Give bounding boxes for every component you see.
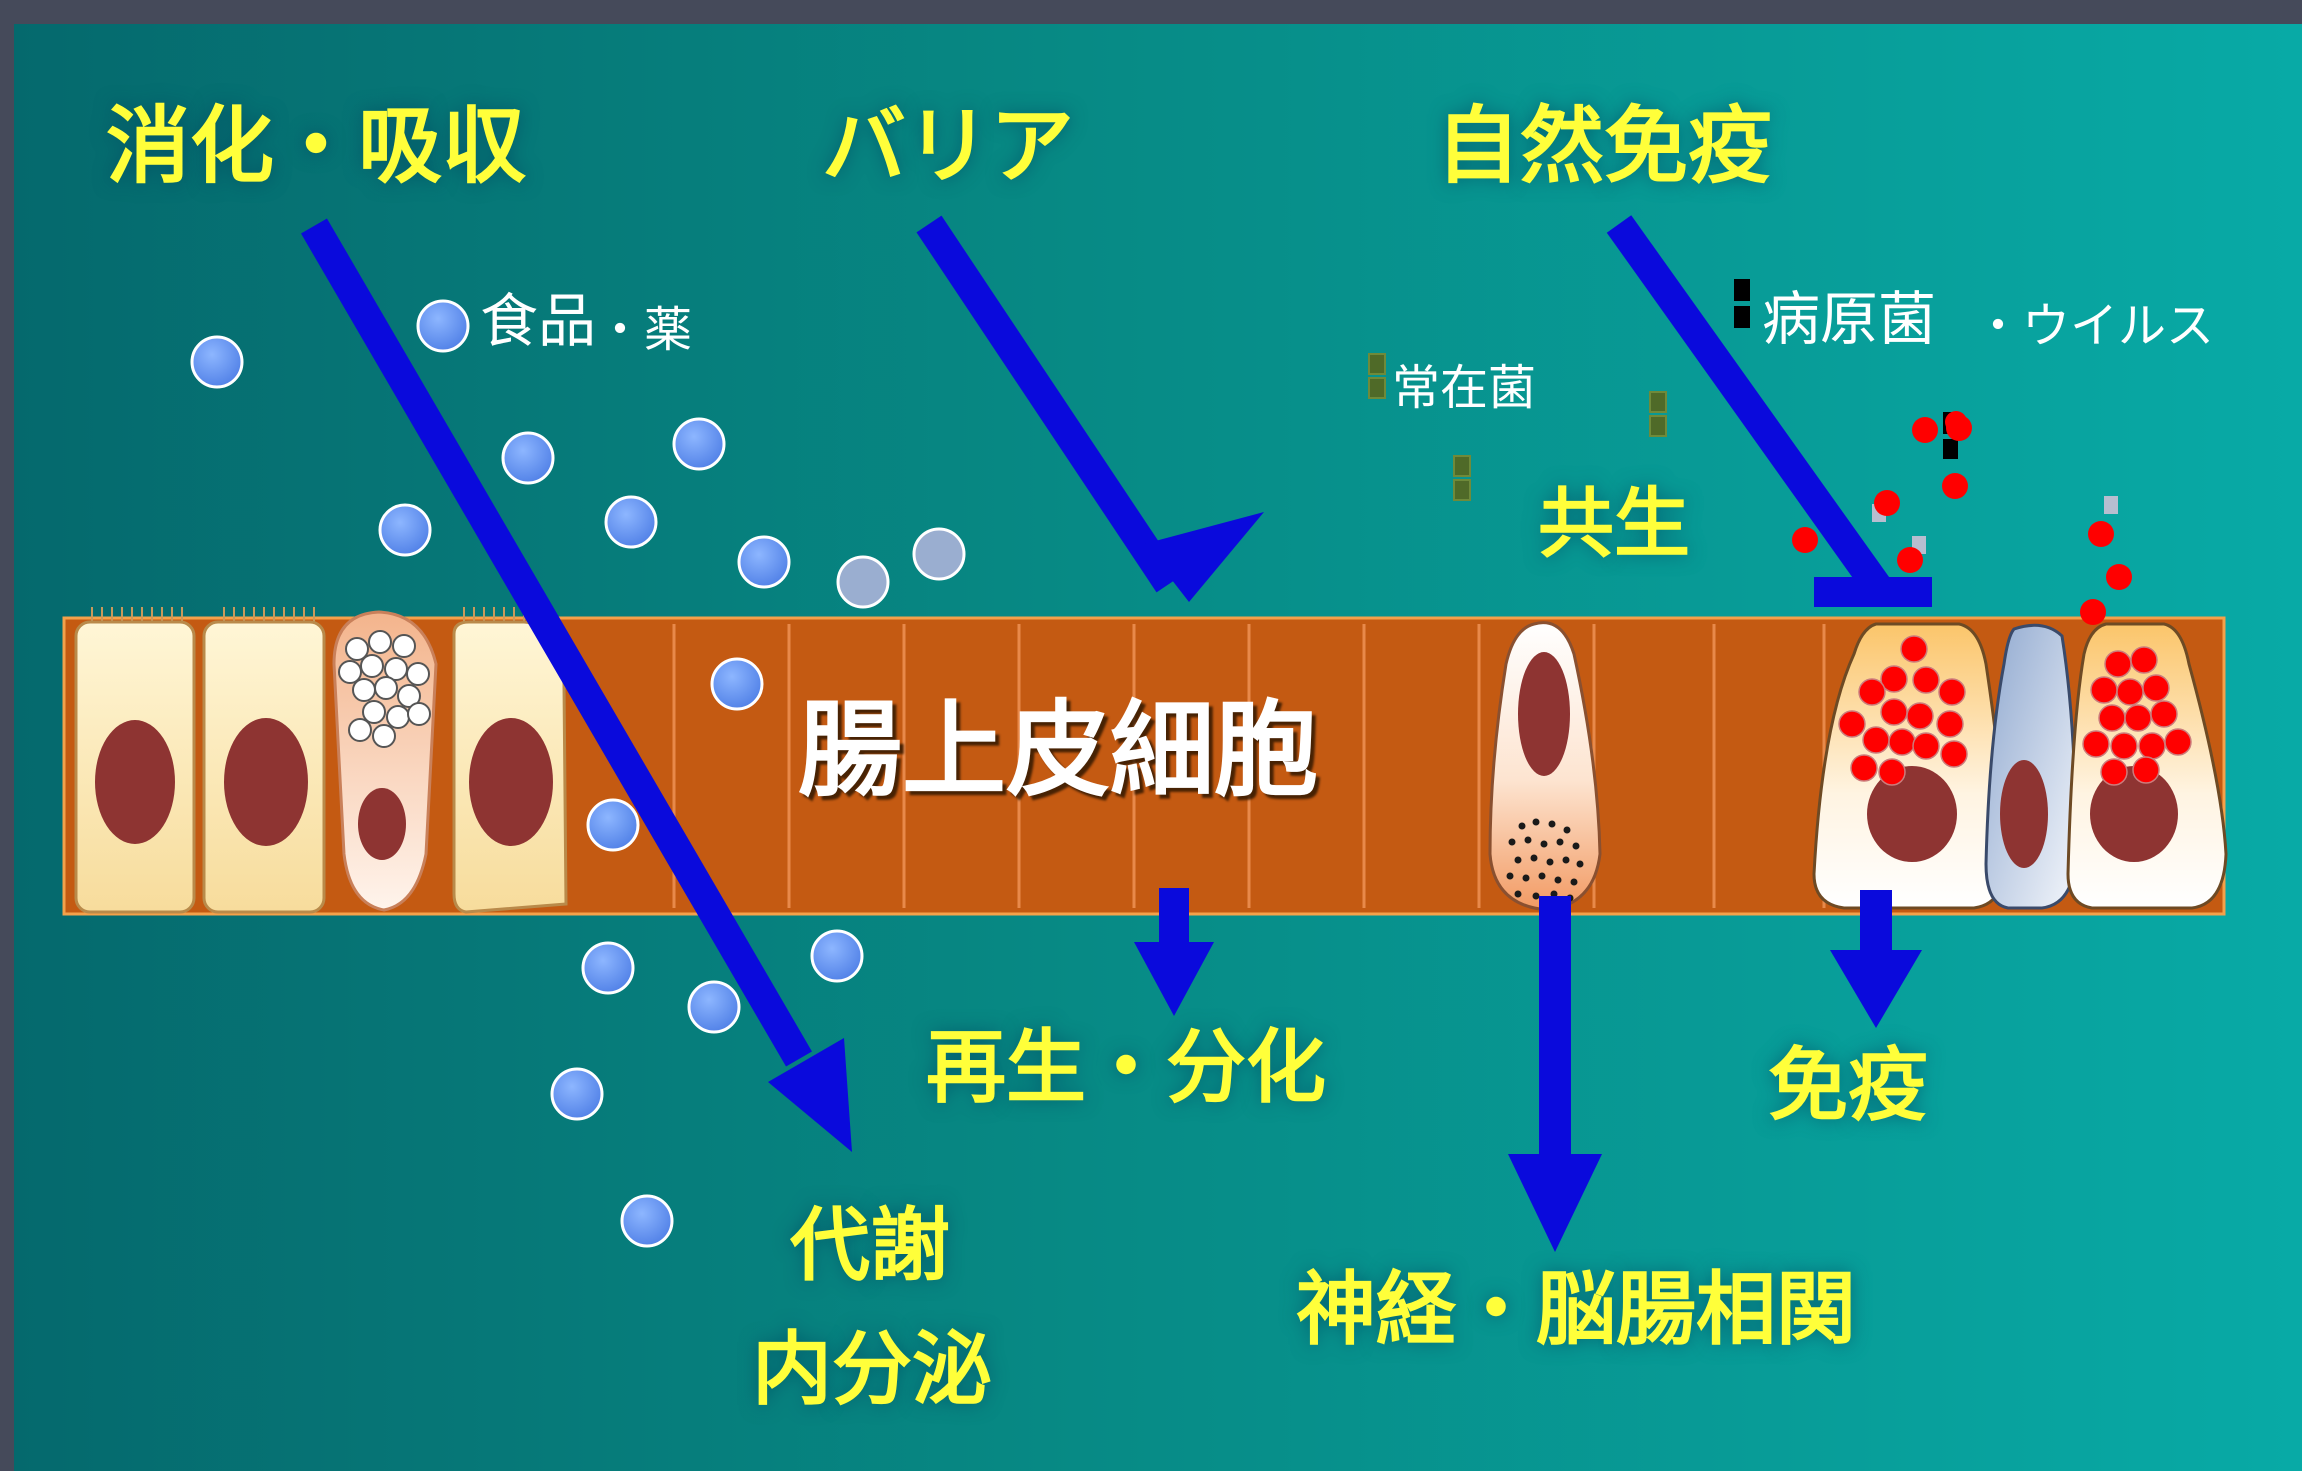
- mucus-granules: [338, 630, 431, 748]
- label-regeneration: 再生・分化: [926, 1021, 1326, 1114]
- arrow-barrier: [916, 215, 1264, 602]
- label-food: 食品: [480, 287, 597, 355]
- label-food-drug: ・薬: [596, 302, 693, 358]
- pathogen-red-particles: [1792, 411, 2132, 625]
- label-symbiosis: 共生: [1538, 479, 1690, 568]
- absorptive-cell-1: [74, 607, 196, 914]
- arrow-neural: [1508, 896, 1602, 1252]
- label-neural: 神経・脳腸相関: [1296, 1263, 1856, 1356]
- food-particles: [190, 299, 966, 1248]
- label-digestion: 消化・吸収: [106, 97, 527, 195]
- label-innate-immunity: 自然免疫: [1436, 97, 1773, 195]
- commensal-bacteria: [1368, 353, 1667, 501]
- secretory-granules: [1506, 818, 1584, 902]
- diagram-graphics: [62, 215, 2228, 1252]
- paneth-cell-1: [1812, 622, 2008, 910]
- absorptive-cell-2: [202, 607, 326, 914]
- paneth-granules: [2082, 646, 2192, 786]
- label-commensal: 常在菌: [1392, 360, 1537, 416]
- arrow-digestion: [301, 218, 852, 1152]
- arrows: [301, 215, 1932, 1252]
- goblet-cell: [332, 610, 438, 912]
- arrow-innate-immunity: [1606, 215, 1932, 607]
- label-metabolism: 代謝: [790, 1199, 950, 1292]
- pathogens: [1734, 279, 2132, 625]
- paneth-cell-2: [2066, 622, 2228, 910]
- blue-cell: [1984, 623, 2078, 910]
- enteroendocrine-cell: [1488, 621, 1602, 912]
- paneth-granules: [1838, 635, 1968, 786]
- arrow-immunity: [1830, 890, 1922, 1028]
- label-immunity: 免疫: [1768, 1039, 1928, 1132]
- label-pathogen-virus: ・ウイルス: [1974, 298, 2215, 354]
- label-epithelium: 腸上皮細胞: [798, 689, 1319, 811]
- label-endocrine: 内分泌: [752, 1323, 992, 1416]
- arrow-regeneration: [1134, 888, 1214, 1016]
- label-pathogen: 病原菌: [1762, 285, 1937, 353]
- diagram-canvas: 消化・吸収 バリア 自然免疫 食品 ・薬 病原菌 ・ウイルス 常在菌 共生 腸上…: [14, 24, 2302, 1471]
- label-barrier: バリア: [822, 97, 1075, 195]
